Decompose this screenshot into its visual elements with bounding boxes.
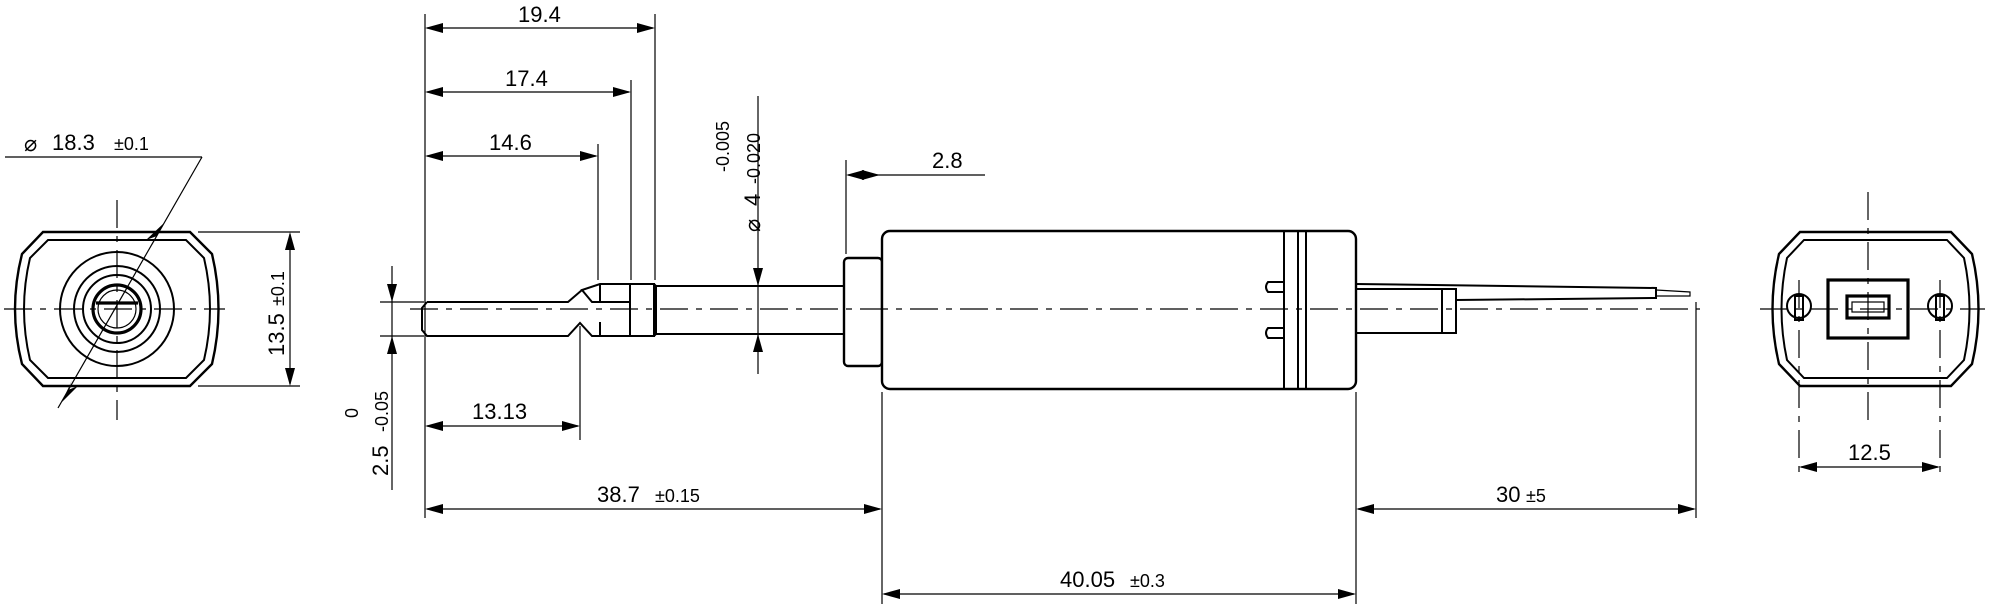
- height-arrow-top: [285, 232, 295, 250]
- arrow-2-8-right: [862, 170, 880, 180]
- arrow-38-7-right: [864, 504, 882, 514]
- side-view: [410, 229, 1700, 391]
- rear-end-view: 12.5: [1760, 192, 1985, 476]
- arrow-14-6-left: [425, 151, 443, 161]
- arrow-2-8-left: [846, 170, 864, 180]
- arrow-30-left: [1356, 504, 1374, 514]
- front-end-view: ⌀ 18.3 ±0.1 13.5 ±0.1: [4, 130, 300, 420]
- shaft-main: [630, 283, 844, 337]
- dim-30-tolerance: ±5: [1526, 486, 1546, 506]
- diameter-arrow-top: [146, 223, 164, 246]
- arrow-40-05-left: [882, 589, 900, 599]
- arrow-19-4-left: [425, 23, 443, 33]
- arrow-17-4-right: [613, 87, 631, 97]
- lead-connector-tab: [1441, 288, 1457, 334]
- dim-14-6: 14.6: [489, 130, 532, 155]
- arrow-shaft-diameter-bottom: [753, 334, 763, 352]
- flat-tolerance-lower: -0.05: [372, 391, 392, 432]
- arrow-38-7-left: [425, 504, 443, 514]
- arrow-12-5-left: [1799, 462, 1817, 472]
- arrow-14-6-right: [580, 151, 598, 161]
- dim-19-4: 19.4: [518, 2, 561, 27]
- rear-housing-inner: [1780, 239, 1971, 379]
- height-value: 13.5: [264, 313, 289, 356]
- dim-40-05: 40.05: [1060, 567, 1115, 592]
- dim-17-4: 17.4: [505, 66, 548, 91]
- lead-wire: [1355, 283, 1657, 301]
- height-arrow-bottom: [285, 368, 295, 386]
- shaft-diameter-symbol: ⌀: [740, 219, 765, 232]
- dim-40-05-tolerance: ±0.3: [1130, 571, 1165, 591]
- dim-12-5: 12.5: [1848, 440, 1891, 465]
- terminal-bottom: [1265, 327, 1284, 339]
- height-tolerance: ±0.1: [268, 271, 288, 306]
- diameter-arrow-bottom: [62, 380, 78, 402]
- diameter-leader-diagonal: [57, 156, 203, 409]
- dim-30: 30: [1496, 482, 1520, 507]
- arrow-40-05-right: [1338, 589, 1356, 599]
- arrow-13-13-right: [562, 421, 580, 431]
- arrow-flat-bottom: [387, 336, 397, 354]
- lead-connector: [1355, 288, 1443, 334]
- arrow-13-13-left: [425, 421, 443, 431]
- dim-38-7: 38.7: [597, 482, 640, 507]
- dim-13-13: 13.13: [472, 399, 527, 424]
- lead-wire-tip: [1655, 289, 1691, 297]
- diameter-symbol: ⌀: [24, 131, 37, 156]
- arrow-12-5-right: [1922, 462, 1940, 472]
- arrow-shaft-diameter-top: [753, 268, 763, 286]
- dim-2-8: 2.8: [932, 148, 963, 173]
- terminal-top: [1265, 281, 1284, 293]
- side-view-dimensions: 19.4 17.4 14.6 13.13 2.8 ⌀ 4 -0.005 -0.0…: [342, 2, 1697, 604]
- dim-38-7-tolerance: ±0.15: [655, 486, 700, 506]
- arrow-30-right: [1678, 504, 1696, 514]
- shaft-tolerance-lower: -0.020: [744, 133, 764, 184]
- arrow-17-4-left: [425, 87, 443, 97]
- flat-value: 2.5: [368, 445, 393, 476]
- arrow-flat-top: [387, 284, 397, 302]
- diameter-value: 18.3: [52, 130, 95, 155]
- shaft-tolerance-upper: -0.005: [713, 121, 733, 172]
- shaft-neck: [427, 289, 583, 303]
- shaft-diameter-value: 4: [740, 194, 765, 206]
- diameter-tolerance: ±0.1: [114, 134, 149, 154]
- housing-inner-outline: [23, 239, 211, 379]
- motor-flange: [842, 256, 884, 368]
- flat-tolerance-upper: 0: [342, 408, 362, 418]
- shaft-outline: [421, 283, 631, 337]
- arrow-19-4-right: [637, 23, 655, 33]
